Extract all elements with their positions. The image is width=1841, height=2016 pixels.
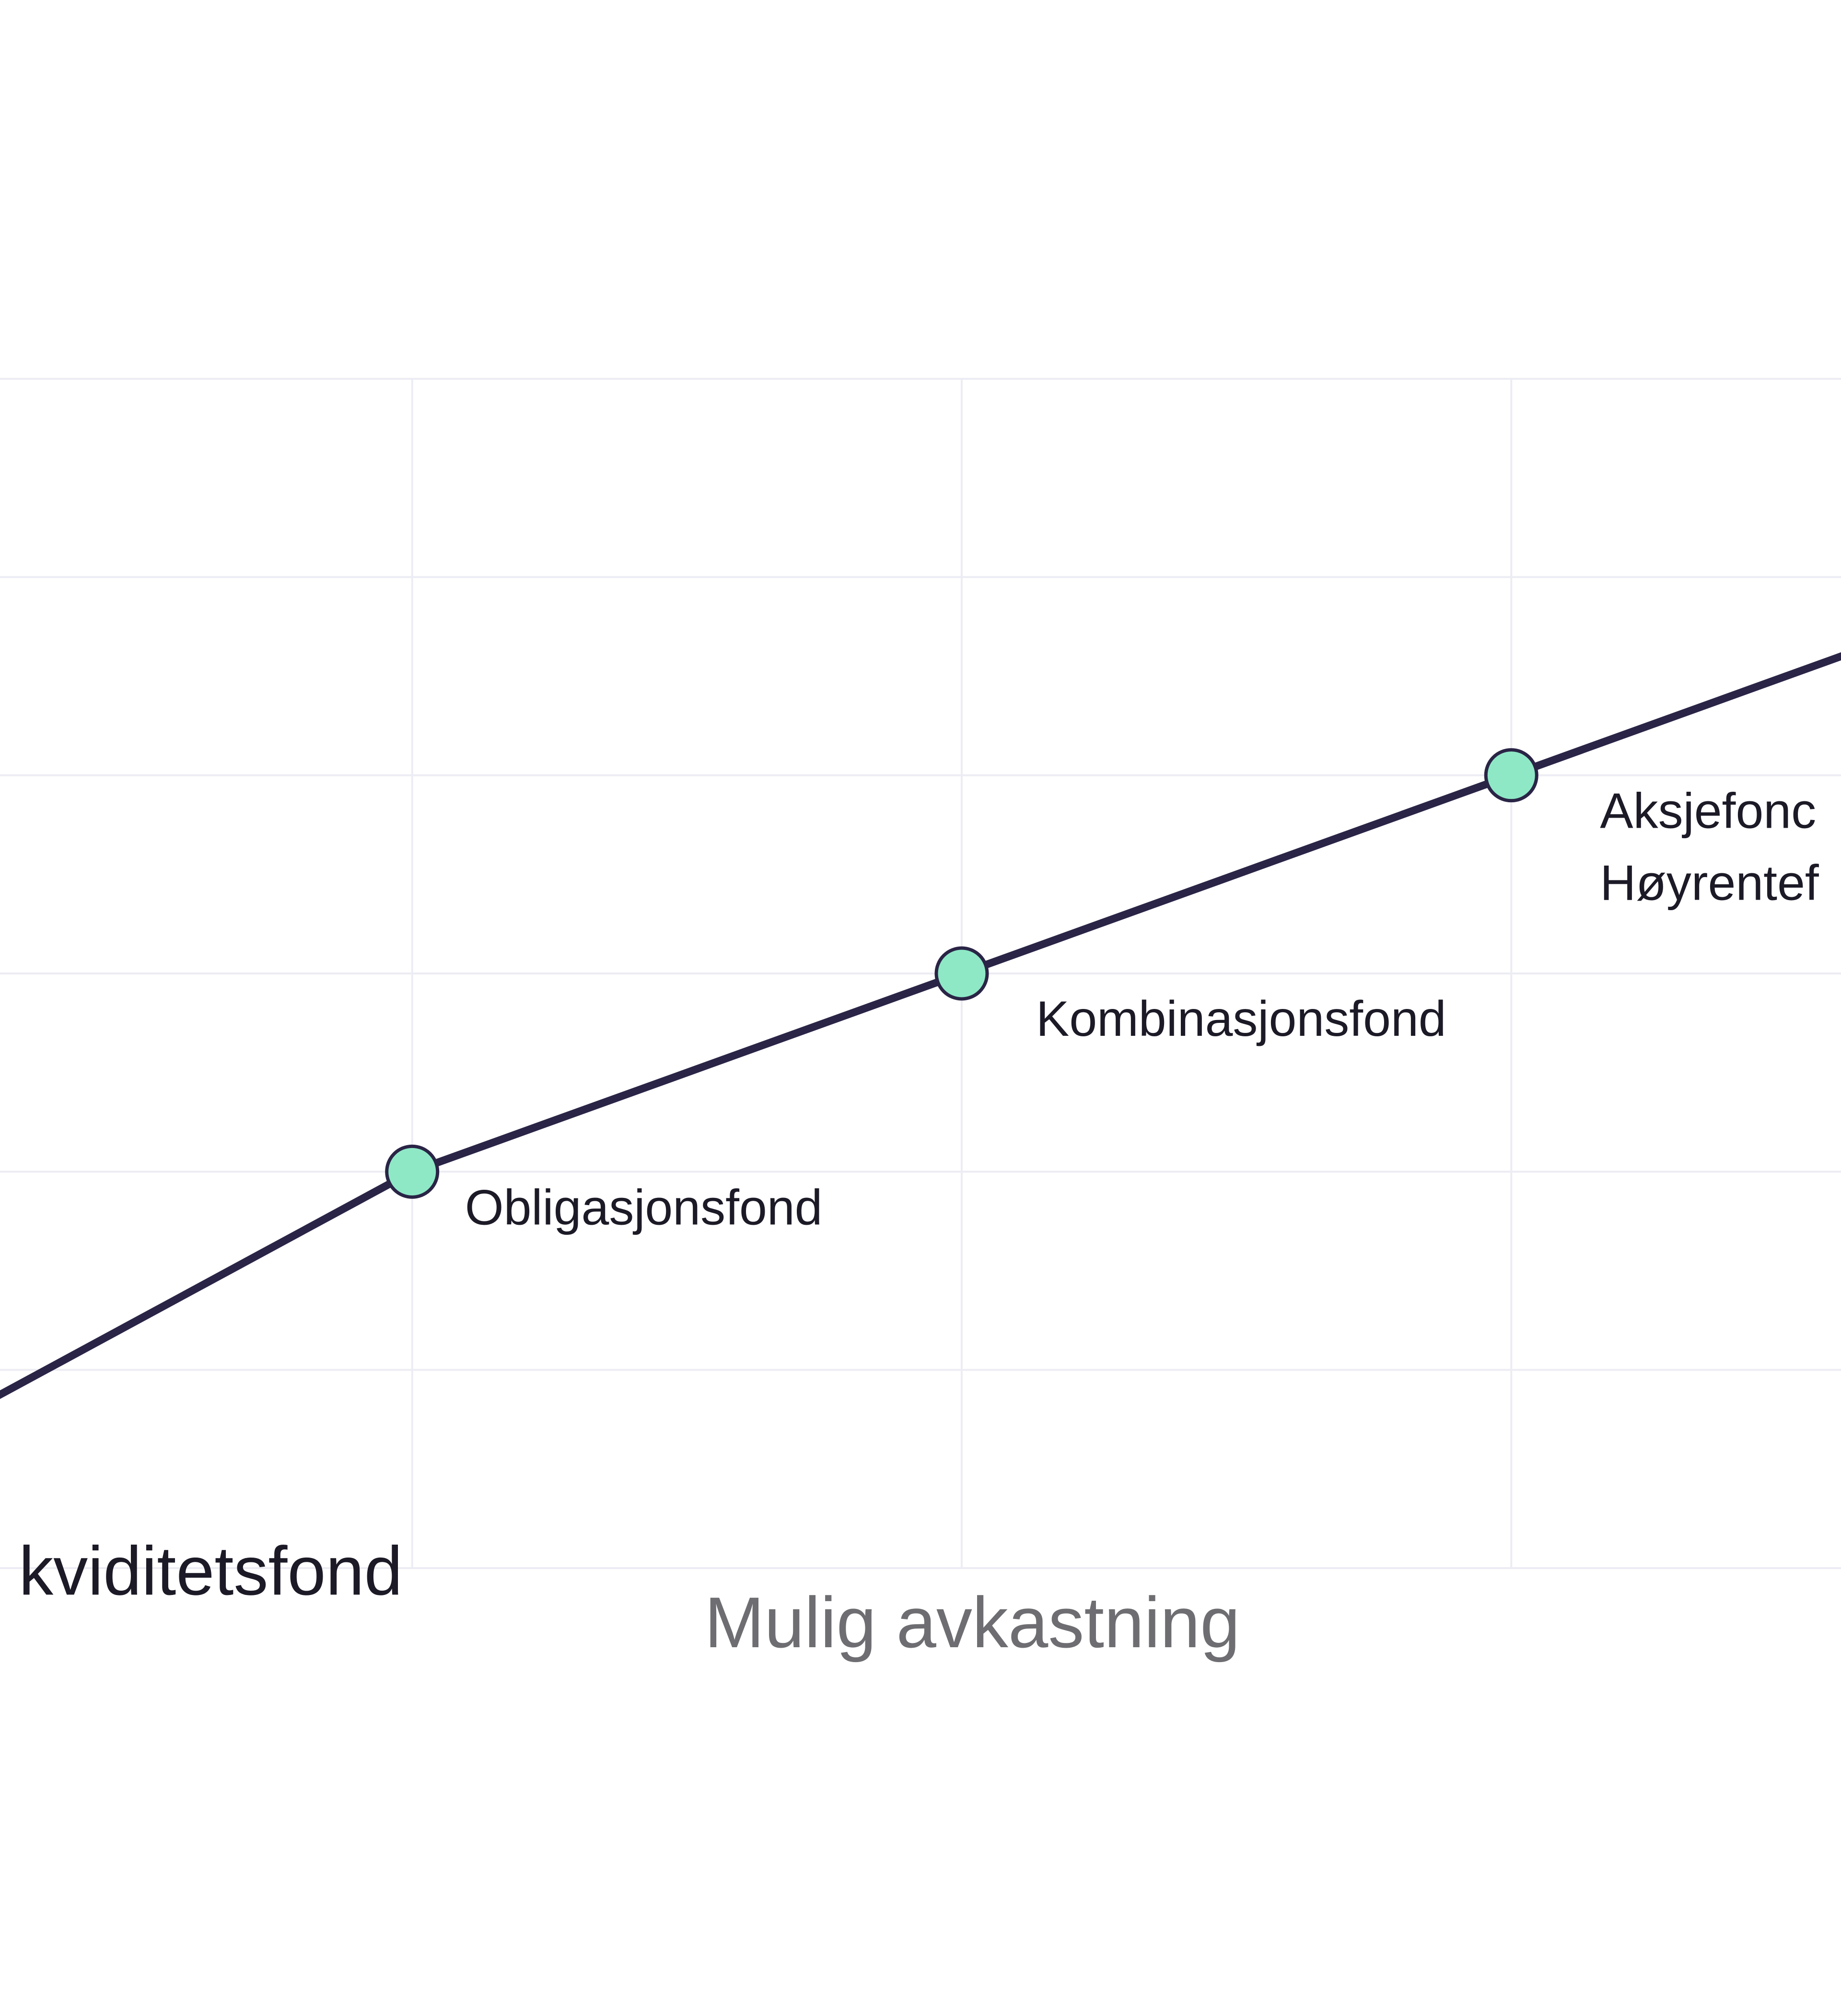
point-label-line: Høyrentef <box>1600 856 1819 911</box>
data-point-marker <box>385 1144 440 1199</box>
point-label-line: Kombinasjonsfond <box>1036 991 1446 1047</box>
data-point-marker <box>1484 748 1538 803</box>
data-points <box>385 748 1538 1199</box>
point-label-line: Obligasjonsfond <box>465 1180 823 1235</box>
grid <box>0 378 1841 1569</box>
data-point-marker <box>934 946 989 1001</box>
point-labels: kviditetsfond Obligasjonsfond Kombinasjons… <box>19 784 1819 1610</box>
point-label: Kombinasjonsfond <box>1036 991 1446 1047</box>
point-label: kviditetsfond <box>19 1532 402 1609</box>
x-axis-label: Mulig avkastning <box>704 1582 1240 1663</box>
point-label: Obligasjonsfond <box>465 1180 823 1235</box>
point-label-line: Aksjefonc <box>1600 784 1816 839</box>
point-label-line: kviditetsfond <box>19 1532 402 1609</box>
